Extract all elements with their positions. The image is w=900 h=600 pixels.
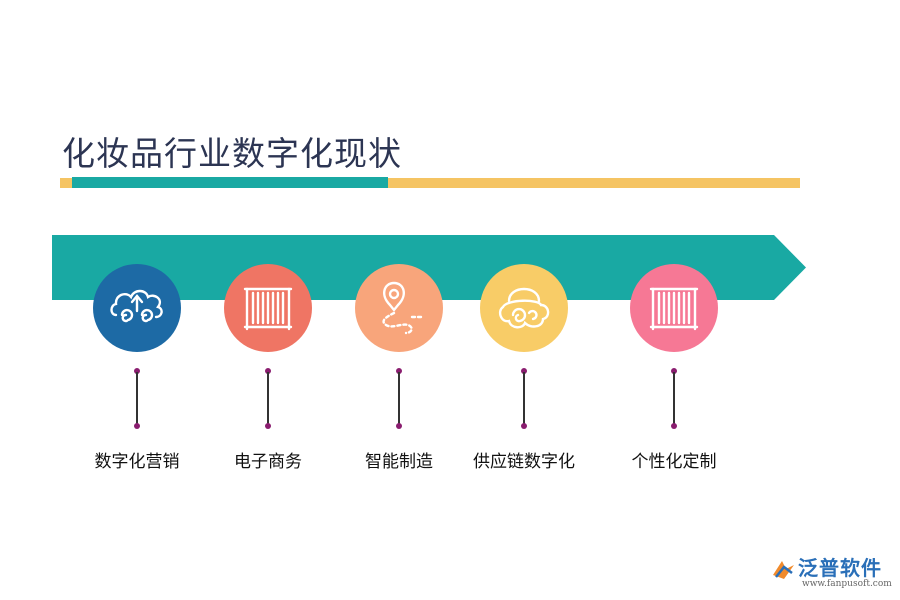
- connector-line: [523, 372, 525, 426]
- connector-dot: [134, 368, 140, 374]
- logo-name: 泛普软件: [798, 556, 882, 580]
- title-underline-yellow: [60, 178, 800, 188]
- item-customization: 个性化定制: [604, 0, 744, 600]
- connector-line: [673, 372, 675, 426]
- item-circle: [224, 264, 312, 352]
- item-circle: [480, 264, 568, 352]
- item-label: 智能制造: [365, 452, 433, 472]
- connector-dot: [265, 368, 271, 374]
- item-circle: [355, 264, 443, 352]
- connector-dot: [521, 423, 527, 429]
- connector-line: [267, 372, 269, 426]
- connector-line: [136, 372, 138, 426]
- item-circle: [630, 264, 718, 352]
- connector-dot: [671, 368, 677, 374]
- radiator-icon: [649, 287, 699, 331]
- item-circle: [93, 264, 181, 352]
- radiator-icon: [243, 287, 293, 331]
- item-label: 数字化营销: [94, 452, 180, 472]
- item-label: 电子商务: [234, 452, 302, 472]
- cloud-swirl-icon: [110, 289, 163, 323]
- connector-dot: [671, 423, 677, 429]
- bag-swirl-icon: [498, 287, 550, 329]
- logo-url: www.fanpusoft.com: [802, 579, 892, 589]
- connector-dot: [134, 423, 140, 429]
- page-title: 化妆品行业数字化现状: [62, 134, 402, 173]
- logo-mark-icon: [773, 561, 794, 579]
- connector-dot: [521, 368, 527, 374]
- connector-dot: [396, 368, 402, 374]
- item-label: 供应链数字化: [473, 452, 575, 472]
- connector-dot: [396, 423, 402, 429]
- connector-line: [398, 372, 400, 426]
- item-ecommerce: 电子商务: [198, 0, 338, 600]
- item-label: 个性化定制: [631, 452, 717, 472]
- location-path-icon: [382, 281, 424, 335]
- item-supply-chain: 供应链数字化: [454, 0, 594, 600]
- title-underline-teal: [72, 177, 388, 188]
- connector-dot: [265, 423, 271, 429]
- item-smart-manufacturing: 智能制造: [329, 0, 469, 600]
- item-digital-marketing: 数字化营销: [67, 0, 207, 600]
- brand-logo: 泛普软件 www.fanpusoft.com: [770, 552, 895, 596]
